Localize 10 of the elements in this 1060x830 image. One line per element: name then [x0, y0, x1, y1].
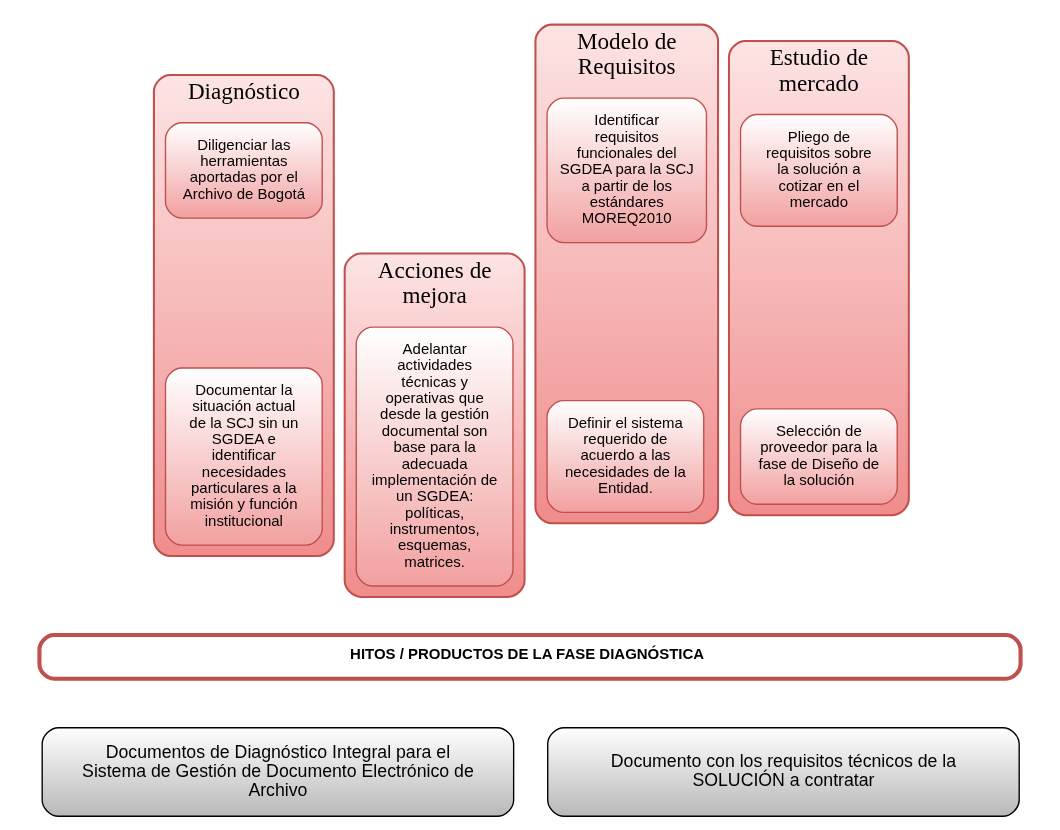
node-box: Identificar requisitos funcionales del SGDEA para la SCJ a partir de los estándares MOREQ2010: [546, 97, 708, 244]
node-box: Diligenciar las herramientas aportadas por el Archivo de Bogotá: [164, 122, 323, 219]
node-box: Pliego de requisitos sobre la solución a cotizar en el mercado: [739, 113, 898, 227]
node-box: Selección de proveedor para la fase de Diseño de la solución: [739, 408, 898, 505]
node-box: HITOS / PRODUCTOS DE LA FASE DIAGNÓSTICA: [37, 633, 1023, 681]
node-box: Adelantar actividades técnicas y operativas que desde la gestión documental son base para la adecuada implementación de un SGDEA: políticas, instrumentos, esquemas, matrices.: [355, 326, 514, 587]
node-box: Documentos de Diagnóstico Integral para el Sistema de Gestión de Documento Electrónico de Archivo: [41, 727, 515, 817]
node-box: Documentar la situación actual de la SCJ sin un SGDEA e identificar necesidades particulares a la misión y función institucional: [164, 367, 323, 546]
node-box: Definir el sistema requerido de acuerdo a las necesidades de la Entidad.: [546, 400, 705, 514]
node-box: Documento con los requisitos técnicos de la SOLUCIÓN a contratar: [547, 727, 1020, 817]
